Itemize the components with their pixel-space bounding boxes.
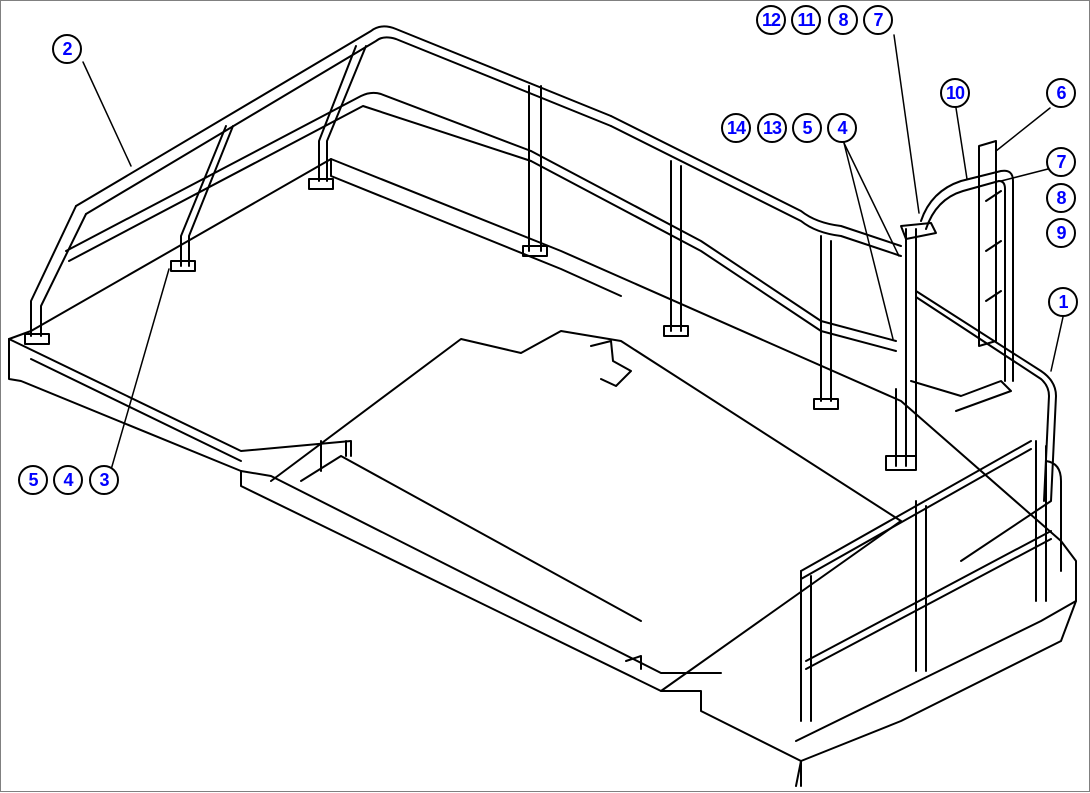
callout-1[interactable]: 1 [1048, 287, 1078, 317]
callout-leader-lines [82, 34, 1064, 495]
callout-8[interactable]: 8 [828, 5, 858, 35]
callout-3[interactable]: 3 [89, 465, 119, 495]
back-handrail [522, 85, 902, 410]
callout-5-left[interactable]: 5 [18, 465, 48, 495]
callout-2[interactable]: 2 [52, 34, 82, 64]
callout-6[interactable]: 6 [1046, 78, 1076, 108]
ladder-and-right-handrail [800, 140, 1062, 722]
callout-12[interactable]: 12 [756, 5, 786, 35]
callout-14[interactable]: 14 [721, 113, 751, 143]
callout-13[interactable]: 13 [757, 113, 787, 143]
callout-9[interactable]: 9 [1046, 218, 1076, 248]
callout-11[interactable]: 11 [791, 5, 821, 35]
platform-deck [8, 158, 1077, 787]
callout-5[interactable]: 5 [792, 113, 822, 143]
callout-7[interactable]: 7 [863, 5, 893, 35]
callout-4-left[interactable]: 4 [53, 465, 83, 495]
callout-7-ladder[interactable]: 7 [1046, 147, 1076, 177]
left-handrail [24, 25, 612, 345]
callout-8-ladder[interactable]: 8 [1046, 183, 1076, 213]
callout-10[interactable]: 10 [940, 78, 970, 108]
callout-4[interactable]: 4 [827, 113, 857, 143]
